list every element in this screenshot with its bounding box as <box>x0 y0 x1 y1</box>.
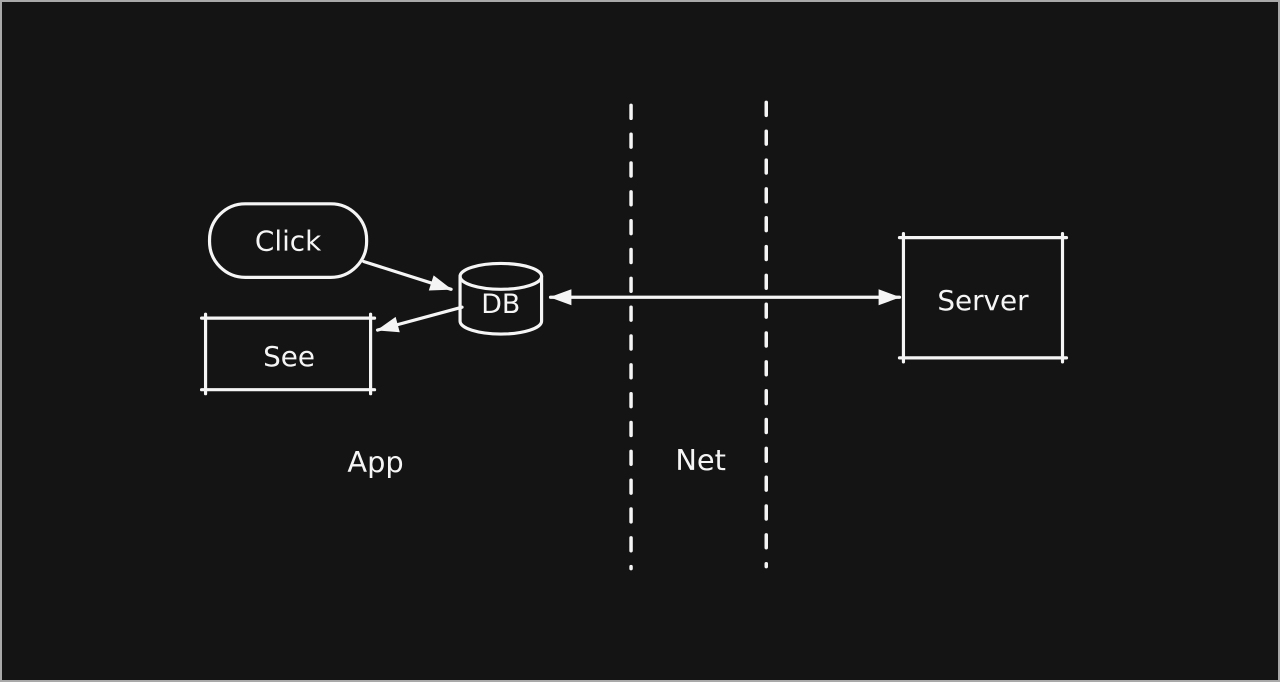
zone-label-app[interactable]: App <box>347 445 403 479</box>
see-shape[interactable] <box>199 312 377 396</box>
click-shape[interactable] <box>207 202 369 279</box>
node-server[interactable]: Server <box>897 232 1069 364</box>
zone-label-net[interactable]: Net <box>675 443 726 477</box>
server-shape[interactable] <box>897 232 1069 364</box>
click-label: Click <box>255 225 322 258</box>
node-click[interactable]: Click <box>207 202 369 279</box>
db-top-ellipse[interactable] <box>458 261 544 291</box>
arrow-click-to-db[interactable] <box>362 259 453 291</box>
node-see[interactable]: See <box>199 312 377 396</box>
db-shape[interactable] <box>458 274 544 336</box>
arrow-db-to-see[interactable] <box>375 305 464 333</box>
see-label: See <box>263 340 315 373</box>
db-label: DB <box>481 289 520 320</box>
node-db[interactable]: DB <box>458 261 544 336</box>
server-label: Server <box>937 284 1029 317</box>
